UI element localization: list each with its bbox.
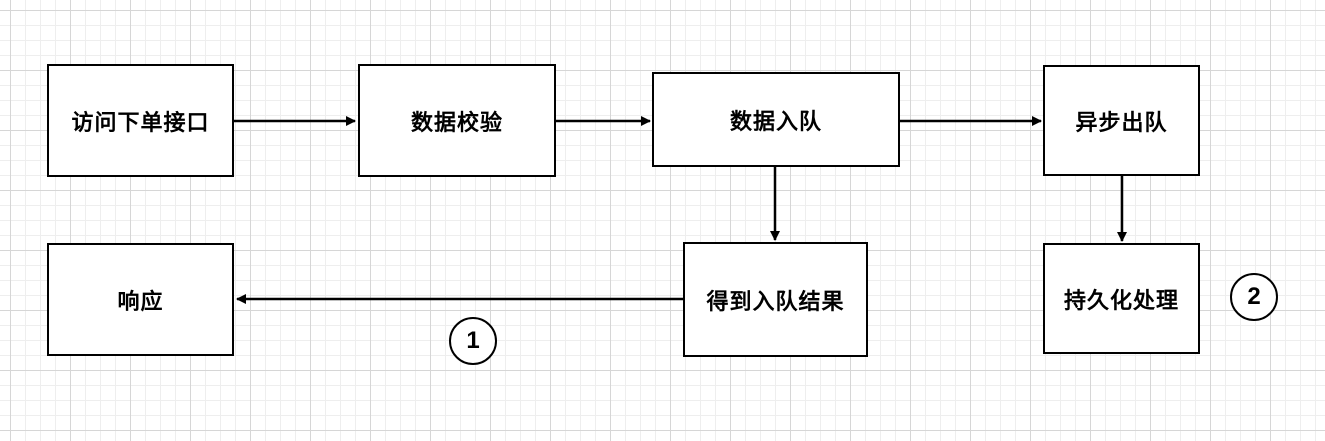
node-data-enqueue-label: 数据入队: [729, 108, 822, 134]
step-marker-1: 1: [449, 317, 497, 365]
node-access-order-api-label: 访问下单接口: [71, 109, 210, 135]
node-data-enqueue: 数据入队: [652, 72, 900, 167]
node-persist-processing-label: 持久化处理: [1063, 287, 1179, 313]
node-get-enqueue-result: 得到入队结果: [683, 242, 868, 357]
node-async-dequeue: 异步出队: [1043, 65, 1200, 176]
node-async-dequeue-label: 异步出队: [1075, 109, 1168, 135]
node-persist-processing: 持久化处理: [1043, 243, 1200, 354]
node-response: 响应: [47, 243, 234, 356]
node-access-order-api: 访问下单接口: [47, 64, 234, 177]
step-marker-2-label: 2: [1247, 283, 1261, 310]
node-get-enqueue-result-label: 得到入队结果: [706, 288, 845, 314]
node-response-label: 响应: [117, 288, 164, 314]
step-marker-1-label: 1: [466, 327, 480, 354]
node-data-validation: 数据校验: [358, 64, 556, 177]
step-marker-2: 2: [1230, 273, 1278, 321]
node-data-validation-label: 数据校验: [410, 109, 503, 135]
